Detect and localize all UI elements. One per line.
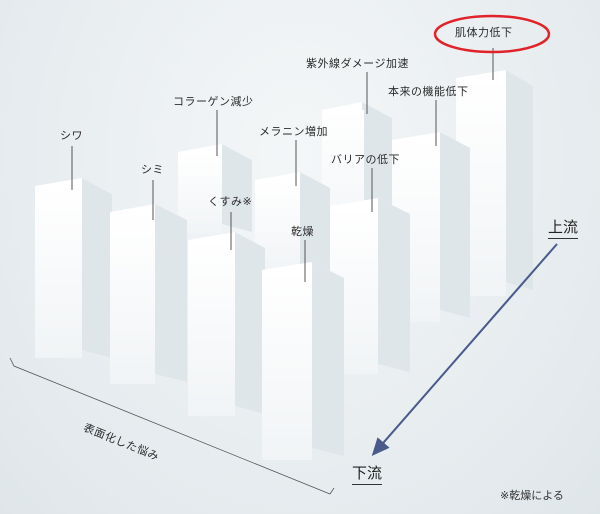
label-uv: 紫外線ダメージ加速 [306, 57, 409, 70]
label-barrier: バリアの低下 [331, 153, 400, 166]
flow-arrow [371, 243, 558, 457]
block-shimi [110, 204, 187, 384]
block-melanin [255, 172, 330, 272]
highlight-ellipse [433, 14, 551, 54]
label-skin-power: 肌体力低下 [455, 26, 513, 39]
block-collagen [178, 144, 252, 234]
label-kusumi: くすみ※ [208, 195, 253, 208]
footnote: ※乾燥による [500, 489, 564, 502]
surface-bracket [9, 357, 335, 495]
label-kansou: 乾燥 [291, 225, 314, 238]
label-original: 本来の機能低下 [388, 85, 469, 98]
leader-lines [71, 48, 494, 282]
label-shiwa: シワ [60, 129, 83, 142]
block-kusumi [188, 232, 265, 416]
label-melanin: メラニン増加 [259, 125, 328, 138]
label-shimi: シミ [141, 163, 164, 176]
label-upstream: 上流 [548, 220, 579, 239]
block-shiwa [35, 178, 112, 358]
label-downstream: 下流 [352, 466, 383, 485]
label-collagen: コラーゲン減少 [173, 95, 254, 108]
block-kansou [262, 262, 344, 460]
